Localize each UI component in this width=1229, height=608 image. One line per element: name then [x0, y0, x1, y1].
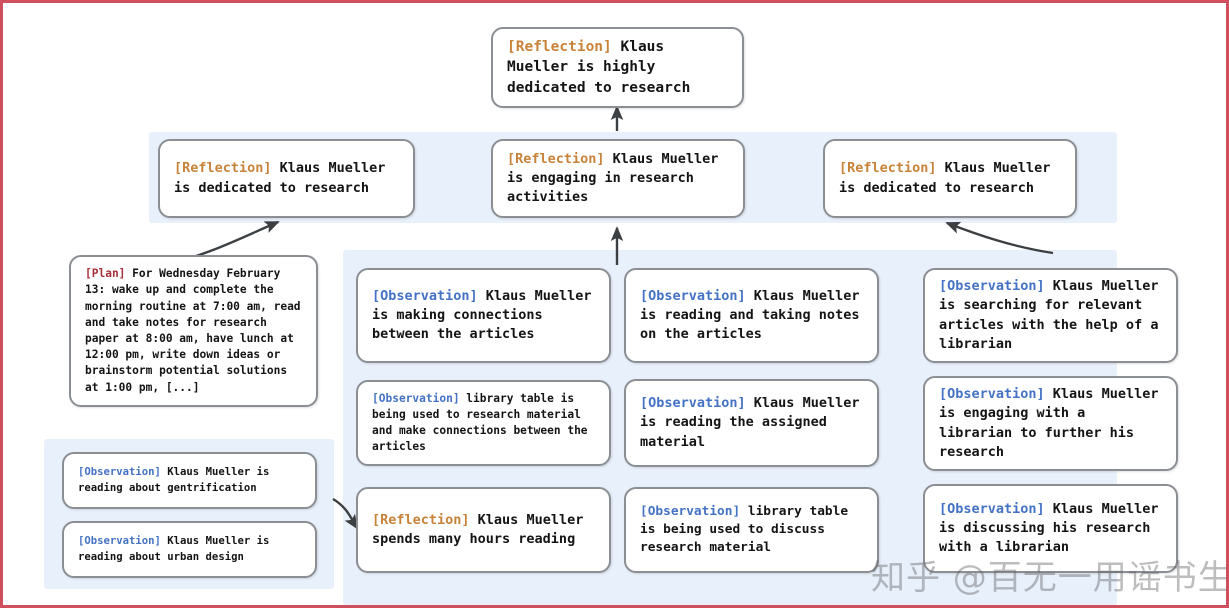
- reflection-tag: [Reflection]: [372, 511, 470, 528]
- column-two-node-2-text: [Observation] Klaus Mueller is reading t…: [626, 394, 877, 451]
- left-observation-node-1[interactable]: [Observation] Klaus Mueller is reading a…: [62, 452, 317, 509]
- column-one-node-3[interactable]: [Reflection] Klaus Mueller spends many h…: [356, 487, 611, 573]
- column-two-node-3-text: [Observation] library table is being use…: [626, 503, 877, 557]
- column-two-node-2[interactable]: [Observation] Klaus Mueller is reading t…: [624, 379, 879, 467]
- observation-tag: [Observation]: [78, 535, 161, 548]
- column-two-node-3[interactable]: [Observation] library table is being use…: [624, 487, 879, 573]
- plan-tag: [Plan]: [85, 267, 126, 281]
- column-three-node-2-text: [Observation] Klaus Mueller is engaging …: [925, 385, 1176, 462]
- column-three-node-1[interactable]: [Observation] Klaus Mueller is searching…: [923, 268, 1178, 363]
- observation-tag: [Observation]: [640, 503, 741, 519]
- left-observation-node-1-text: [Observation] Klaus Mueller is reading a…: [64, 465, 315, 495]
- column-two-node-1[interactable]: [Observation] Klaus Mueller is reading a…: [624, 268, 879, 363]
- root-reflection-node[interactable]: [Reflection] Klaus Mueller is highly ded…: [491, 27, 744, 108]
- column-three-node-3-body: Klaus Mueller is discussing his research…: [939, 500, 1159, 556]
- column-three-node-2-body: Klaus Mueller is engaging with a librari…: [939, 386, 1159, 460]
- observation-tag: [Observation]: [939, 386, 1045, 403]
- observation-tag: [Observation]: [78, 466, 161, 479]
- observation-tag: [Observation]: [372, 391, 460, 405]
- column-one-node-2-text: [Observation] library table is being use…: [358, 391, 609, 456]
- reflection-node-2[interactable]: [Reflection] Klaus Mueller is engaging i…: [491, 139, 745, 218]
- left-observation-node-1-body: Klaus Mueller is reading about gentrific…: [78, 466, 270, 494]
- reflection-node-1-text: [Reflection] Klaus Mueller is dedicated …: [160, 159, 413, 197]
- column-three-node-2[interactable]: [Observation] Klaus Mueller is engaging …: [923, 376, 1178, 471]
- observation-tag: [Observation]: [939, 500, 1045, 517]
- column-one-node-3-body: Klaus Mueller spends many hours reading: [372, 511, 584, 547]
- reflection-tag: [Reflection]: [174, 160, 272, 177]
- column-one-node-2[interactable]: [Observation] library table is being use…: [356, 380, 611, 466]
- reflection-node-1[interactable]: [Reflection] Klaus Mueller is dedicated …: [158, 139, 415, 218]
- column-three-node-1-text: [Observation] Klaus Mueller is searching…: [925, 277, 1176, 354]
- left-observation-node-2-body: Klaus Mueller is reading about urban des…: [78, 535, 270, 563]
- root-reflection-text: [Reflection] Klaus Mueller is highly ded…: [493, 37, 742, 99]
- observation-tag: [Observation]: [640, 395, 746, 412]
- column-two-node-1-text: [Observation] Klaus Mueller is reading a…: [626, 287, 877, 344]
- reflection-node-3-body: Klaus Mueller is dedicated to research: [839, 160, 1051, 196]
- reflection-node-3-text: [Reflection] Klaus Mueller is dedicated …: [825, 159, 1075, 197]
- column-three-node-3[interactable]: [Observation] Klaus Mueller is discussin…: [923, 484, 1178, 573]
- reflection-node-3[interactable]: [Reflection] Klaus Mueller is dedicated …: [823, 139, 1077, 218]
- column-three-node-1-body: Klaus Mueller is searching for relevant …: [939, 278, 1159, 352]
- column-one-node-3-text: [Reflection] Klaus Mueller spends many h…: [358, 511, 609, 549]
- column-one-node-1-text: [Observation] Klaus Mueller is making co…: [358, 287, 609, 344]
- column-two-node-2-body: Klaus Mueller is reading the assigned ma…: [640, 395, 860, 450]
- reflection-node-2-body: Klaus Mueller is engaging in research ac…: [507, 150, 719, 206]
- column-two-node-1-body: Klaus Mueller is reading and taking note…: [640, 287, 860, 343]
- reflection-node-1-body: Klaus Mueller is dedicated to research: [174, 160, 386, 196]
- column-three-node-3-text: [Observation] Klaus Mueller is discussin…: [925, 500, 1176, 557]
- column-one-node-2-body: library table is being used to research …: [372, 391, 588, 454]
- observation-tag: [Observation]: [939, 278, 1045, 295]
- reflection-tag: [Reflection]: [507, 150, 605, 167]
- plan-node-text: [Plan] For Wednesday February 13: wake u…: [71, 266, 316, 396]
- reflection-tag: [Reflection]: [839, 160, 937, 177]
- observation-tag: [Observation]: [640, 287, 746, 304]
- reflection-tag: [Reflection]: [507, 38, 612, 55]
- column-two-node-3-body: library table is being used to discuss r…: [640, 503, 849, 556]
- plan-node-body: For Wednesday February 13: wake up and c…: [85, 267, 301, 394]
- observation-tag: [Observation]: [372, 287, 478, 304]
- plan-node[interactable]: [Plan] For Wednesday February 13: wake u…: [69, 255, 318, 407]
- left-observation-node-2[interactable]: [Observation] Klaus Mueller is reading a…: [62, 521, 317, 578]
- left-observation-node-2-text: [Observation] Klaus Mueller is reading a…: [64, 534, 315, 564]
- root-reflection-body: Klaus Mueller is highly dedicated to res…: [507, 38, 691, 96]
- column-one-node-1[interactable]: [Observation] Klaus Mueller is making co…: [356, 268, 611, 363]
- reflection-node-2-text: [Reflection] Klaus Mueller is engaging i…: [493, 150, 743, 207]
- column-one-node-1-body: Klaus Mueller is making connections betw…: [372, 287, 592, 343]
